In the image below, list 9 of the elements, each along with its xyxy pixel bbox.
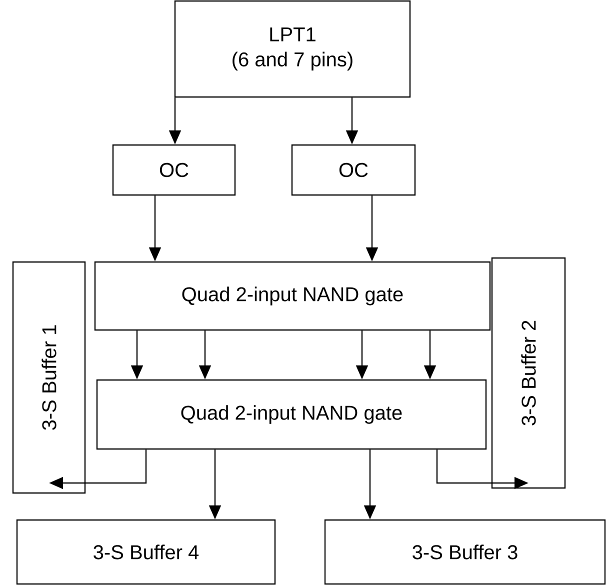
block-box: 3-S Buffer 3 (324, 519, 606, 585)
block-box: Quad 2-input NAND gate (96, 379, 487, 450)
block-box: 3-S Buffer 2 (491, 257, 566, 489)
block-box: Quad 2-input NAND gate (94, 261, 491, 331)
block-box: OC (112, 144, 236, 196)
block-box: LPT1 (6 and 7 pins) (174, 0, 411, 98)
block-box: 3-S Buffer 1 (12, 261, 86, 494)
block-box: 3-S Buffer 4 (16, 519, 276, 585)
block-box: OC (291, 144, 416, 196)
